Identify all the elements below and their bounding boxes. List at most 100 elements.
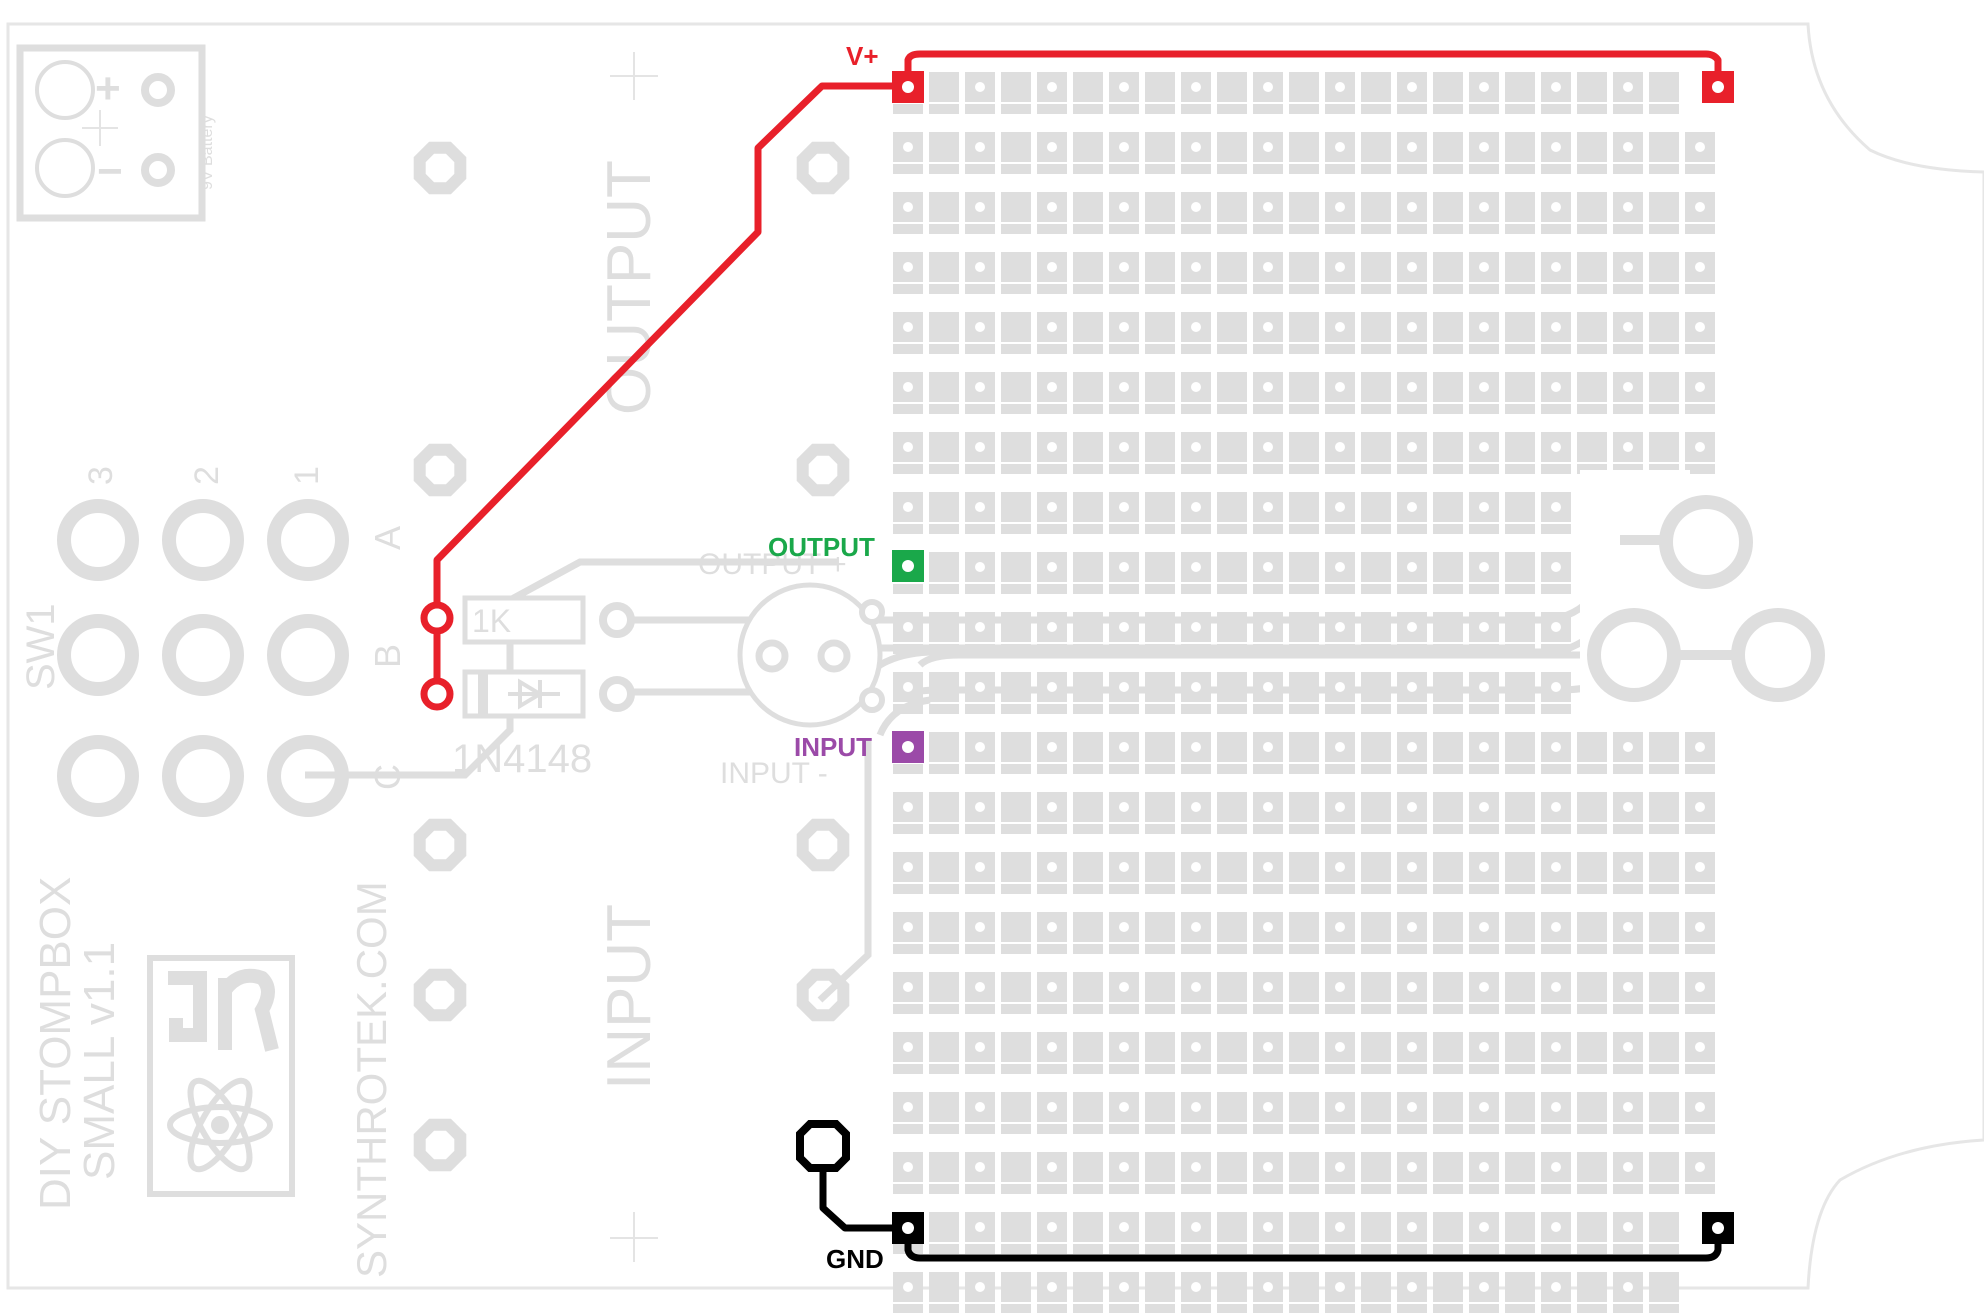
grid-bridge — [1505, 104, 1535, 114]
grid-bridge — [1073, 944, 1103, 954]
battery-minus-sign: − — [97, 147, 123, 196]
grid-hole — [1191, 502, 1201, 512]
grid-cell — [929, 1152, 959, 1182]
grid-cell — [1505, 732, 1535, 762]
grid-cell — [1145, 132, 1175, 162]
grid-bridge — [1109, 404, 1139, 414]
grid-bridge — [1289, 1124, 1319, 1134]
switch-pad — [162, 614, 244, 696]
grid-hole — [1623, 82, 1633, 92]
grid-hole — [1119, 742, 1129, 752]
grid-hole — [1263, 862, 1273, 872]
grid-bridge — [1505, 524, 1535, 534]
grid-cell — [1217, 552, 1247, 582]
grid-hole — [1479, 802, 1489, 812]
grid-bridge — [1469, 524, 1499, 534]
grid-bridge — [1181, 1004, 1211, 1014]
grid-hole — [1695, 982, 1705, 992]
grid-bridge — [1145, 584, 1175, 594]
grid-bridge — [1289, 1064, 1319, 1074]
grid-bridge — [1685, 1124, 1715, 1134]
grid-cell — [1433, 1032, 1463, 1062]
grid-bridge — [1541, 284, 1571, 294]
grid-bridge — [1685, 164, 1715, 174]
grid-hole — [1335, 982, 1345, 992]
grid-bridge — [893, 1124, 923, 1134]
grid-hole — [1479, 742, 1489, 752]
grid-bridge — [1325, 1064, 1355, 1074]
grid-cell — [929, 192, 959, 222]
grid-bridge — [1037, 1124, 1067, 1134]
grid-bridge — [1577, 1304, 1607, 1313]
grid-bridge — [1181, 284, 1211, 294]
grid-bridge — [1469, 344, 1499, 354]
grid-bridge — [1037, 284, 1067, 294]
grid-bridge — [1613, 944, 1643, 954]
grid-bridge — [1037, 704, 1067, 714]
grid-cell — [1145, 492, 1175, 522]
grid-bridge — [1433, 164, 1463, 174]
grid-hole — [1623, 1042, 1633, 1052]
grid-bridge — [1397, 944, 1427, 954]
grid-hole — [1623, 862, 1633, 872]
grid-bridge — [1433, 884, 1463, 894]
grid-hole — [1551, 1222, 1561, 1232]
grid-cell — [1073, 252, 1103, 282]
octagon-pad — [413, 443, 467, 497]
grid-bridge — [1649, 1124, 1679, 1134]
grid-hole — [1407, 442, 1417, 452]
grid-cell — [1001, 1272, 1031, 1302]
grid-hole — [1263, 1162, 1273, 1172]
grid-hole — [1551, 82, 1561, 92]
grid-bridge — [1505, 1244, 1535, 1254]
grid-cell — [1433, 552, 1463, 582]
grid-hole — [1047, 862, 1057, 872]
grid-bridge — [1505, 584, 1535, 594]
grid-hole — [1623, 262, 1633, 272]
grid-bridge — [1469, 1064, 1499, 1074]
grid-cell — [1433, 492, 1463, 522]
grid-bridge — [929, 1244, 959, 1254]
grid-bridge — [1649, 224, 1679, 234]
grid-bridge — [1541, 584, 1571, 594]
grid-bridge — [1253, 824, 1283, 834]
grid-hole — [1335, 502, 1345, 512]
grid-bridge — [965, 104, 995, 114]
grid-hole — [1263, 1102, 1273, 1112]
grid-bridge — [1577, 404, 1607, 414]
grid-cell — [1649, 192, 1679, 222]
grid-hole — [1695, 262, 1705, 272]
grid-cell — [1361, 192, 1391, 222]
grid-hole — [1047, 1222, 1057, 1232]
grid-hole — [1479, 502, 1489, 512]
vplus-net: V+ — [420, 41, 1734, 711]
grid-cell — [1577, 192, 1607, 222]
grid-bridge — [1073, 164, 1103, 174]
switch-row-a: A — [367, 526, 408, 550]
mounting-pads — [413, 141, 850, 1172]
octagon-pad — [413, 818, 467, 872]
grid-cell — [1433, 1092, 1463, 1122]
grid-cell — [1361, 372, 1391, 402]
grid-cell — [1073, 1152, 1103, 1182]
grid-cell — [1577, 852, 1607, 882]
grid-hole — [1407, 1282, 1417, 1292]
grid-cell — [1073, 372, 1103, 402]
grid-hole — [903, 682, 913, 692]
grid-bridge — [1325, 344, 1355, 354]
grid-bridge — [1649, 764, 1679, 774]
grid-hole — [1191, 82, 1201, 92]
grid-cell — [1073, 912, 1103, 942]
grid-hole — [1479, 142, 1489, 152]
grid-bridge — [1217, 284, 1247, 294]
grid-bridge — [1037, 944, 1067, 954]
grid-bridge — [965, 344, 995, 354]
grid-bridge — [1037, 164, 1067, 174]
grid-bridge — [1397, 644, 1427, 654]
grid-bridge — [1145, 164, 1175, 174]
grid-cell — [1433, 432, 1463, 462]
grid-cell — [1577, 132, 1607, 162]
grid-hole — [975, 442, 985, 452]
grid-cell — [1361, 732, 1391, 762]
grid-bridge — [893, 884, 923, 894]
